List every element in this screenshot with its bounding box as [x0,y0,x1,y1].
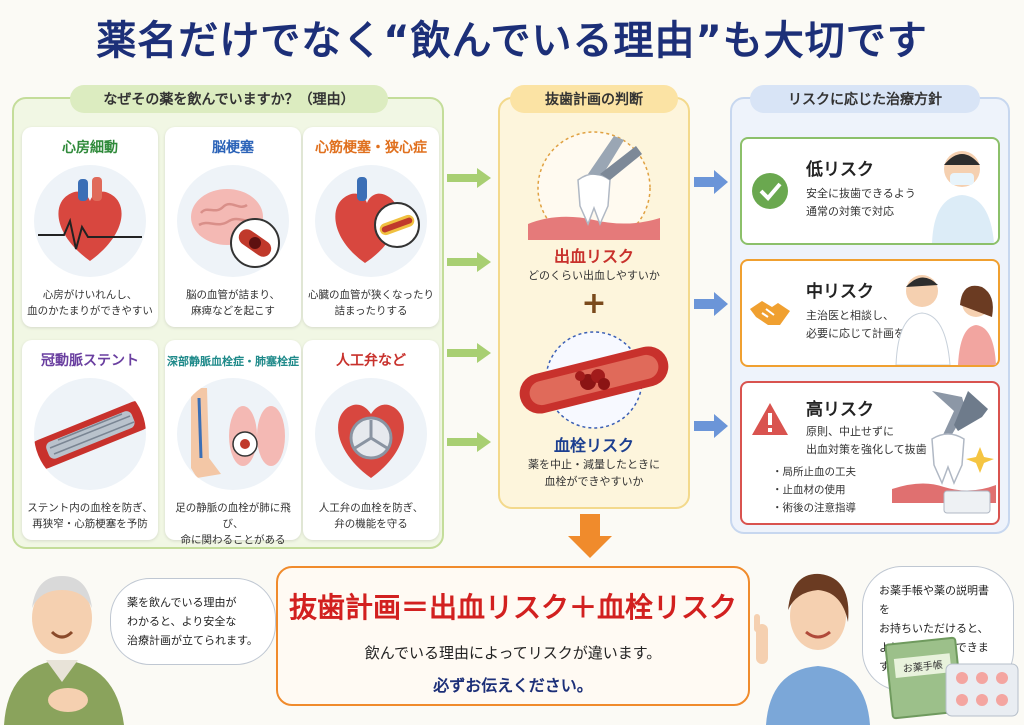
summary-formula: 抜歯計画＝出血リスク＋血栓リスク [288,591,737,624]
card-desc-2: 詰まったりする [334,305,408,317]
high-risk-title: 高リスク [806,400,874,420]
reasons-header: なぜその薬を飲んでいますか？（理由） [70,85,388,113]
judgement-panel [498,97,690,509]
reason-card-dvt: 深部静脈血栓症・肺塞栓症 足の静脈の血栓が肺に飛び、 命に関わることがある [165,340,301,546]
card-desc-1: 人工弁の血栓を防ぎ、 [318,502,424,514]
heart-vessel-illustration [315,165,427,277]
low-risk-title: 低リスク [806,160,874,180]
dentist-illustration [932,151,994,243]
high-risk-bullet-1: ・局所止血の工夫 [772,466,856,478]
thrombus-risk-sub-2: 血栓ができやすいか [544,475,644,488]
patient-bubble-line-2: わかると、より安全な [127,615,237,628]
judgement-header: 抜歯計画の判断 [510,85,678,113]
bleeding-risk-title: 出血リスク [553,247,634,266]
card-title: 人工弁など [336,353,406,369]
card-title: 脳梗塞 [212,140,254,156]
patient-bubble-line-1: 薬を飲んでいる理由が [127,596,237,609]
elderly-patient-illustration [4,576,124,725]
arrow-down-icon [568,514,612,558]
high-risk-line-2: 出血対策を強化して抜歯 [806,443,927,456]
mid-risk-line-1: 主治医と相談し、 [806,309,894,322]
warning-icon [752,403,788,435]
high-risk-bullet-3: ・術後の注意指導 [772,502,856,514]
card-title: 冠動脈ステント [41,353,139,369]
plus-icon: + [581,286,607,321]
staff-illustration [754,573,870,725]
reason-card-valve: 人工弁など 人工弁の血栓を防ぎ、 弁の機能を守る [303,340,439,540]
reason-card-stent: 冠動脈ステント ステント内の血栓を防ぎ、 再狭窄・心筋梗塞を予防 [22,340,158,540]
mid-risk-line-2: 必要に応じて計画を調整 [806,327,927,340]
arrow-right-icon [447,432,491,452]
card-desc-1: 心房がけいれんし、 [42,289,138,301]
leg-lung-illustration [177,378,289,490]
policy-header: リスクに応じた治療方針 [750,85,980,113]
patient-speech-bubble: 薬を飲んでいる理由が わかると、より安全な 治療計画が立てられます。 [110,578,276,665]
reason-card-stroke: 脳梗塞 脳の血管が詰まり、 麻痺などを起こす [165,127,301,327]
high-risk-card: 高リスク 原則、中止せずに 出血対策を強化して抜歯 ・局所止血の工夫 ・止血材の… [740,381,1000,525]
reason-card-mi: 心筋梗塞・狭心症 心臓の血管が狭くなったり 詰まったりする [303,127,439,327]
card-desc-2: 麻痺などを起こす [191,305,275,317]
mid-risk-title: 中リスク [806,282,874,302]
card-title: 深部静脈血栓症・肺塞栓症 [167,355,299,368]
summary-box: 抜歯計画＝出血リスク＋血栓リスク 飲んでいる理由によってリスクが違います。 必ず… [276,566,750,706]
card-desc-2: 弁の機能を守る [334,518,408,530]
summary-emphasis: 必ずお伝えください。 [433,676,593,695]
tooth-extraction-illustration [518,128,670,245]
low-risk-card: 低リスク 安全に抜歯できるよう 通常の対策で対応 [740,137,1000,245]
high-risk-line-1: 原則、中止せずに [806,425,894,438]
valve-illustration [315,378,427,490]
card-desc-2: 命に関わることがある [180,534,286,546]
card-title: 心房細動 [62,140,118,156]
staff-bubble-line-2: お持ちいただけると、 [879,622,989,635]
pill-pack-illustration [945,663,1019,717]
high-risk-bullet-2: ・止血材の使用 [772,484,846,496]
summary-subtext: 飲んでいる理由によってリスクが違います。 [364,644,662,662]
staff-bubble-line-1: お薬手帳や薬の説明書を [879,584,989,616]
arrow-right-icon [447,343,491,363]
arrow-right-icon [694,414,728,438]
arrow-right-icon [447,252,491,272]
reason-card-af: 心房細動 心房がけいれんし、 血のかたまりができやすい [22,127,158,327]
thrombus-risk-title: 血栓リスク [553,436,634,455]
notebook-label: お薬手帳 [893,653,952,678]
arrow-right-icon [694,292,728,316]
card-desc-1: 足の静脈の血栓が肺に飛び、 [175,502,291,530]
card-desc-1: ステント内の血栓を防ぎ、 [27,502,153,514]
heart-illustration [34,165,146,277]
stent-illustration [34,378,146,490]
card-desc-1: 脳の血管が詰まり、 [185,289,281,301]
doctor-patient-illustration [895,275,996,365]
arrow-right-icon [447,168,491,188]
card-desc-2: 血のかたまりができやすい [27,305,153,317]
bleeding-risk-sub: どのくらい出血しやすいか [528,269,660,282]
blood-clot-illustration [518,330,670,430]
arrow-right-icon [694,170,728,194]
card-title: 心筋梗塞・狭心症 [315,140,427,156]
thrombus-risk-sub-1: 薬を中止・減量したときに [528,458,660,471]
patient-bubble-line-3: 治療計画が立てられます。 [127,634,258,647]
card-desc-1: 心臓の血管が狭くなったり [308,289,434,301]
page-title: 薬名だけでなく“飲んでいる理由”も大切です [96,18,928,64]
low-risk-line-2: 通常の対策で対応 [806,205,894,218]
brain-illustration [177,165,289,277]
high-risk-extraction-illustration [892,391,996,514]
low-risk-line-1: 安全に抜歯できるよう [806,187,916,200]
mid-risk-card: 中リスク 主治医と相談し、 必要に応じて計画を調整 [740,259,1000,367]
handshake-icon [750,301,790,325]
check-icon [752,173,788,209]
card-desc-2: 再狭窄・心筋梗塞を予防 [32,518,148,530]
